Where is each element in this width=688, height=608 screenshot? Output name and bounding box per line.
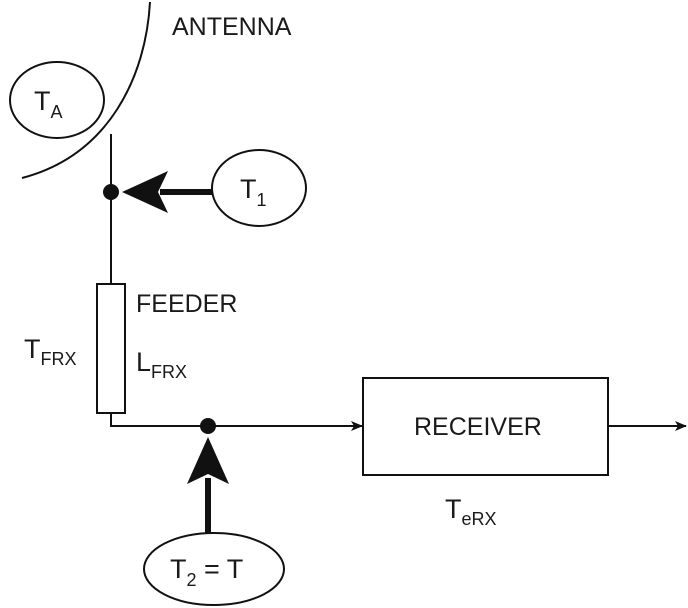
noise-1-sub: 1 — [257, 190, 267, 210]
junction-dot-1 — [103, 184, 119, 200]
noise-2-main: T — [170, 554, 187, 584]
antenna-reflector — [21, 1, 151, 179]
feeder-loss-main: L — [136, 347, 151, 377]
receiver-temp-sub: eRX — [462, 509, 497, 529]
antenna-temperature-node: TA — [9, 61, 105, 139]
svg-text:T2 = T: T2 = T — [170, 554, 243, 590]
feeder-temp-label: TFRX — [24, 334, 77, 369]
antenna-temp-sub: A — [51, 102, 63, 122]
antenna-label: ANTENNA — [172, 13, 292, 41]
feeder-loss-label: LFRX — [136, 347, 187, 382]
feeder-block — [96, 283, 126, 414]
noise-injection-arrow-2 — [187, 437, 229, 533]
antenna-temp-main: T — [34, 86, 51, 116]
feeder-temp-sub: FRX — [41, 349, 77, 369]
svg-text:T1: T1 — [240, 174, 267, 210]
receiver-temp-label: TeRX — [445, 494, 497, 529]
noise-2-suffix: = T — [197, 554, 244, 584]
noise-injection-arrow-1 — [122, 171, 214, 213]
noise-source-1-node: T1 — [211, 149, 307, 227]
feeder-label: FEEDER — [136, 290, 237, 318]
receiver-block — [362, 377, 609, 476]
feeder-to-receiver-line — [110, 413, 363, 431]
svg-text:TA: TA — [34, 86, 63, 122]
noise-1-main: T — [240, 174, 257, 204]
feeder-loss-sub: FRX — [151, 362, 187, 382]
junction-dot-2 — [200, 418, 216, 434]
receiver-temp-main: T — [445, 494, 462, 524]
noise-2-sub: 2 — [187, 570, 197, 590]
receiver-label: RECEIVER — [414, 413, 542, 441]
noise-source-2-node: T2 = T — [143, 532, 285, 606]
feeder-temp-main: T — [24, 334, 41, 364]
